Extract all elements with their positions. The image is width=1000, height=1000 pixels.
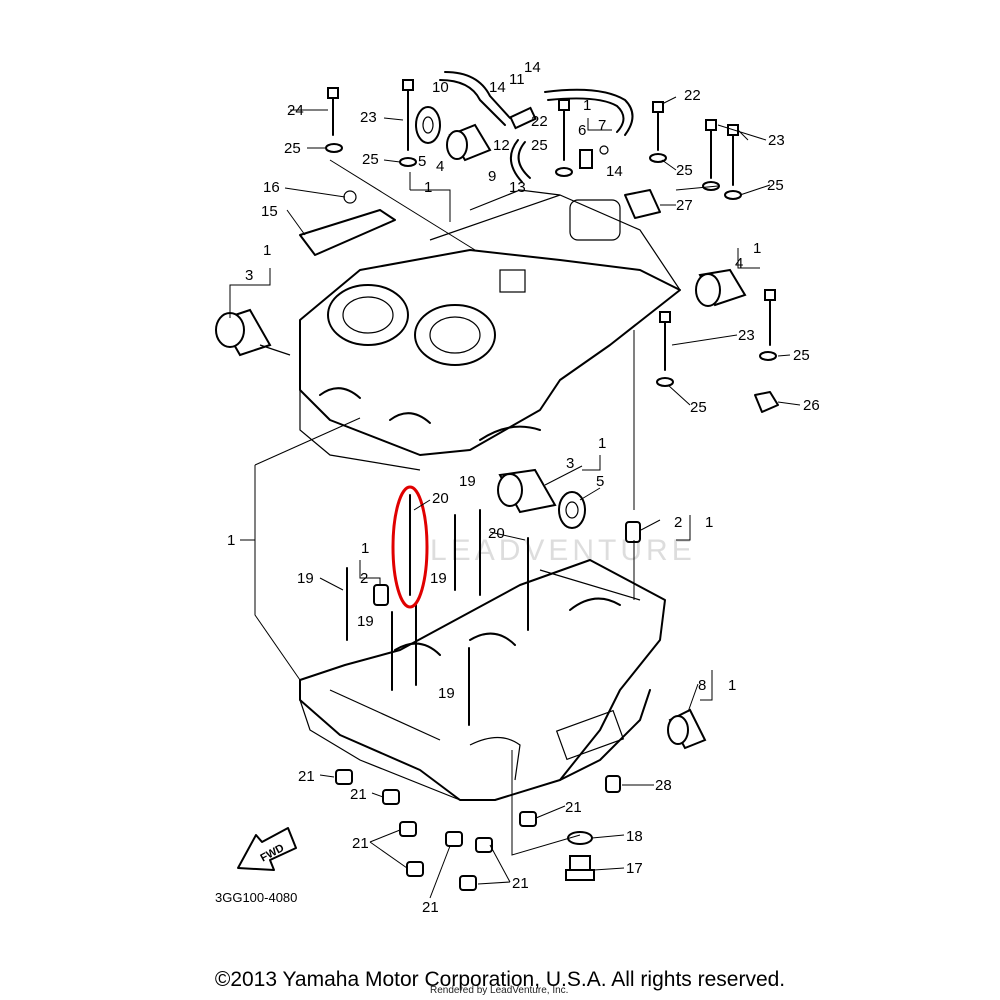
callout-25: 25 [767, 177, 784, 194]
callout-1: 1 [728, 677, 736, 694]
callout-12: 12 [493, 137, 510, 154]
bolts-top [325, 79, 777, 387]
callout-15: 15 [261, 203, 278, 220]
callout-1: 1 [753, 240, 761, 257]
part-28-plug [605, 775, 621, 793]
part-5-washer-mid [558, 491, 586, 529]
callout-10: 10 [432, 79, 449, 96]
callout-23: 23 [738, 327, 755, 344]
callout-1: 1 [361, 540, 369, 557]
callout-28: 28 [655, 777, 672, 794]
callout-21: 21 [565, 799, 582, 816]
callout-13: 13 [509, 179, 526, 196]
callout-4: 4 [436, 158, 444, 175]
part-3-bushing-mid [497, 468, 557, 514]
callout-8: 8 [698, 677, 706, 694]
callout-19: 19 [297, 570, 314, 587]
callout-21: 21 [512, 875, 529, 892]
callout-23: 23 [768, 132, 785, 149]
callout-1: 1 [227, 532, 235, 549]
part-17-drain-bolt [565, 855, 595, 881]
callout-5: 5 [596, 473, 604, 490]
callout-1: 1 [424, 179, 432, 196]
callouts: 24 23 10 14 11 14 22 22 1 7 12 25 6 14 2… [227, 59, 820, 916]
studs [346, 494, 529, 726]
callout-21: 21 [352, 835, 369, 852]
callout-23: 23 [360, 109, 377, 126]
callout-3: 3 [566, 455, 574, 472]
callout-26: 26 [803, 397, 820, 414]
callout-18: 18 [626, 828, 643, 845]
callout-1: 1 [583, 97, 591, 114]
lower-crankcase [299, 559, 666, 801]
fwd-label: FWD [258, 842, 286, 864]
callout-5: 5 [418, 153, 426, 170]
part-5-washer-top [415, 106, 441, 144]
callout-19: 19 [357, 613, 374, 630]
copyright-footer: ©2013 Yamaha Motor Corporation, U.S.A. A… [214, 968, 786, 991]
callout-9: 9 [488, 168, 496, 185]
callout-1: 1 [263, 242, 271, 259]
callout-27: 27 [676, 197, 693, 214]
part-26-clamp [754, 391, 779, 413]
callout-25: 25 [531, 137, 548, 154]
callout-20: 20 [432, 490, 449, 507]
part-2-dowel-left [373, 584, 389, 606]
leader-lines [229, 96, 801, 899]
part-4-bushing-top [446, 123, 492, 162]
part-4-bushing-right [695, 268, 747, 307]
drawing-code: 3GG100-4080 [215, 890, 297, 905]
callout-25: 25 [284, 140, 301, 157]
callout-19: 19 [459, 473, 476, 490]
callout-22: 22 [531, 113, 548, 130]
callout-25: 25 [690, 399, 707, 416]
callout-14: 14 [489, 79, 506, 96]
callout-3: 3 [245, 267, 253, 284]
rendered-by-text: Rendered by LeadVenture, Inc. [430, 985, 569, 996]
part-8-bushing [667, 708, 707, 750]
callout-19: 19 [438, 685, 455, 702]
callout-17: 17 [626, 860, 643, 877]
callout-1: 1 [705, 514, 713, 531]
callout-24: 24 [287, 102, 304, 119]
callout-25: 25 [793, 347, 810, 364]
callout-20: 20 [488, 525, 505, 542]
callout-25: 25 [362, 151, 379, 168]
part-2-dowel-right [625, 521, 641, 543]
callout-21: 21 [422, 899, 439, 916]
callout-21: 21 [298, 768, 315, 785]
callout-14: 14 [606, 163, 623, 180]
part-3-bushing-left [215, 308, 291, 357]
callout-6: 6 [578, 122, 586, 139]
part-15-gasket-plate [299, 190, 396, 256]
callout-1: 1 [598, 435, 606, 452]
upper-crankcase [299, 189, 681, 471]
callout-16: 16 [263, 179, 280, 196]
callout-19: 19 [430, 570, 447, 587]
callout-14: 14 [524, 59, 541, 76]
part-27-bracket [624, 189, 661, 219]
callout-21: 21 [350, 786, 367, 803]
part-6-fitting [579, 145, 609, 169]
callout-2: 2 [360, 570, 368, 587]
callout-7: 7 [598, 117, 606, 134]
callout-4: 4 [735, 255, 743, 272]
watermark-text: LEADVENTURE [430, 534, 696, 567]
callout-11: 11 [509, 71, 525, 88]
hoses [439, 71, 634, 183]
callout-2: 2 [674, 514, 682, 531]
highlight-ring-part-20 [391, 485, 429, 609]
fwd-arrow-icon: FWD [237, 827, 297, 871]
part-18-washer [567, 831, 593, 845]
callout-25: 25 [676, 162, 693, 179]
callout-22: 22 [684, 87, 701, 104]
